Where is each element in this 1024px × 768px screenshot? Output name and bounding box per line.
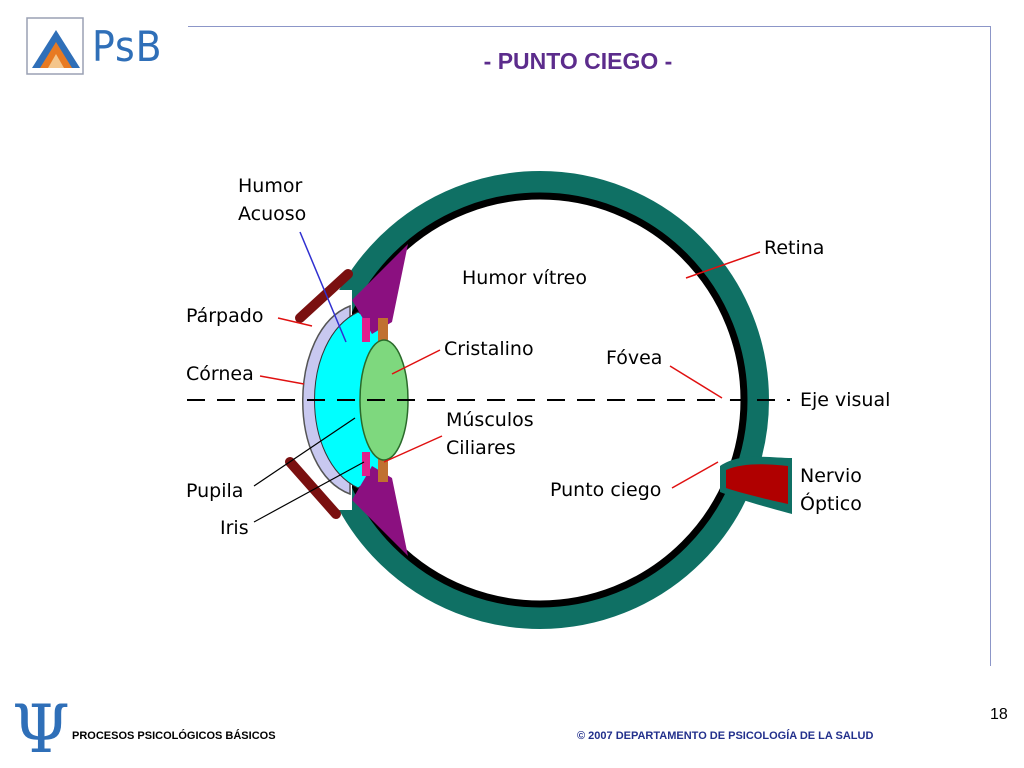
svg-text:Ψ: Ψ [12,694,70,758]
label-eje-visual: Eje visual [800,389,890,411]
label-humor-acuoso-2: Acuoso [238,203,306,225]
pointer-cornea [259,375,305,385]
right-divider [990,26,991,666]
label-humor-acuoso-1: Humor [238,175,302,197]
label-nervio-1: Nervio [800,465,862,487]
label-musculos-2: Ciliares [446,437,516,459]
logo-text: PsB [92,22,163,71]
pointer-iris [253,461,365,523]
psi-icon: Ψ [12,694,70,758]
label-punto-ciego: Punto ciego [550,479,661,501]
label-musculos-1: Músculos [446,409,534,431]
ligament-bottom [378,454,388,482]
optic-nerve-core [726,464,788,504]
iris-top [362,318,370,342]
label-fovea: Fóvea [606,347,662,369]
footer-course: PROCESOS PSICOLÓGICOS BÁSICOS [72,730,276,742]
iris-bottom [362,452,370,476]
label-cornea: Córnea [186,363,254,385]
pointer-fovea [669,365,723,399]
label-pupila: Pupila [186,480,243,502]
ligament-top [378,318,388,346]
pointer-cristalino [391,349,441,375]
slide-title: - PUNTO CIEGO - [483,48,673,74]
psb-logo [26,17,84,75]
label-nervio-2: Óptico [800,491,862,515]
label-iris: Iris [220,517,249,539]
label-cristalino: Cristalino [444,338,534,360]
header-divider [188,26,991,27]
pointer-pupila [253,417,356,487]
pointer-retina [685,251,761,279]
footer-copyright: © 2007 DEPARTAMENTO DE PSICOLOGÍA DE LA … [577,730,874,742]
pointer-musculos [383,435,443,463]
pointer-parpado [277,317,313,327]
label-retina: Retina [764,237,824,259]
logo-pyramid-light [48,54,64,68]
ciliary-bottom [352,466,408,556]
pointer-punto-ciego [671,461,719,489]
ciliary-top [352,244,408,334]
eyelid-lower [285,457,341,519]
label-humor-vitreo: Humor vítreo [462,267,587,289]
pointer-humor-acuoso [299,231,347,343]
eyelid-upper [295,269,353,323]
page-number: 18 [990,706,1008,723]
label-parpado: Párpado [186,305,263,327]
